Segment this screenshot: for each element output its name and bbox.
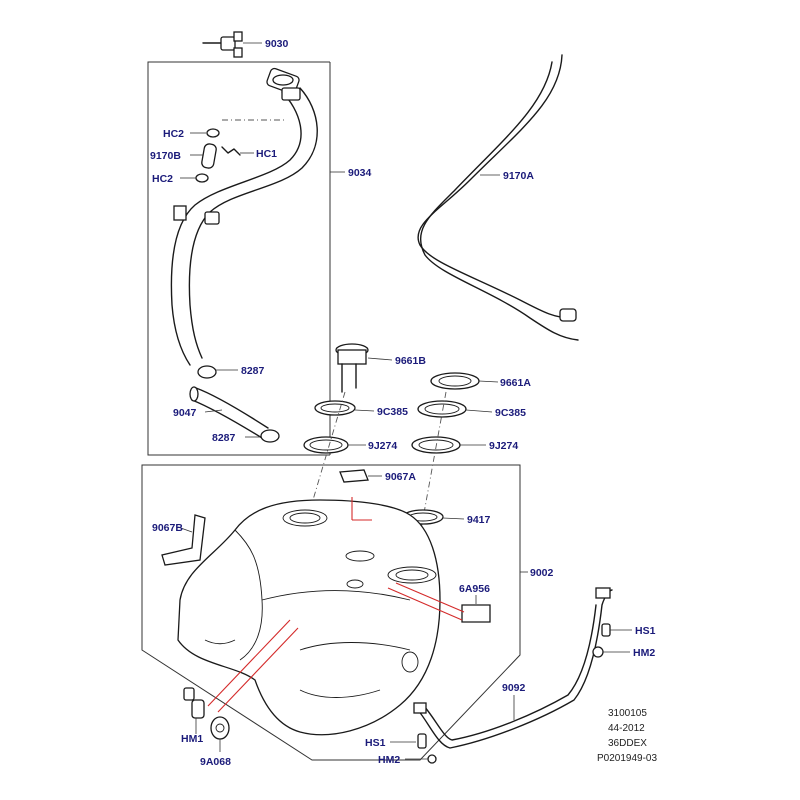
reference-line-1: 3100105 (608, 708, 647, 719)
callout-9047: 9047 (173, 407, 197, 419)
callout-hc2-bottom: HC2 (152, 173, 173, 185)
callout-hm1: HM1 (181, 733, 203, 745)
callout-9c385-right: 9C385 (495, 407, 526, 419)
centre-line-right (413, 391, 447, 569)
part-9002-fuel-tank (177, 499, 441, 736)
reference-line-3: 36DDEX (608, 738, 647, 749)
callout-9661b: 9661B (395, 355, 426, 367)
callout-hs1-right: HS1 (635, 625, 656, 637)
callout-hm2-right: HM2 (633, 647, 655, 659)
leader-lines (177, 42, 632, 760)
part-hc2-clamp-bottom (195, 173, 209, 183)
centre-line-left (309, 391, 346, 511)
callout-9092: 9092 (502, 682, 526, 694)
part-6a956-pad (461, 604, 491, 623)
callout-9170b: 9170B (150, 150, 181, 162)
callout-9j274-left: 9J274 (368, 440, 397, 452)
part-9170a-vent-pipe (417, 54, 579, 341)
callout-hc1: HC1 (256, 148, 277, 160)
callout-9c385-left: 9C385 (377, 406, 408, 418)
callout-9661a: 9661A (500, 377, 531, 389)
reference-line-2: 44-2012 (608, 723, 645, 734)
part-hc1-clip (221, 146, 241, 156)
callout-8287-bottom: 8287 (212, 432, 236, 444)
callout-9067b: 9067B (152, 522, 183, 534)
callout-hc2-top: HC2 (163, 128, 184, 140)
part-9170b-hose (201, 143, 217, 169)
part-9030-valve (202, 31, 243, 58)
callout-hs1-bottom: HS1 (365, 737, 386, 749)
part-9j274-seal-left (303, 436, 349, 454)
callout-9034: 9034 (348, 167, 372, 179)
part-hs1-bolt-bottom (417, 733, 427, 749)
part-9067a-pad (339, 469, 369, 483)
part-hm2-nut-right (592, 646, 604, 658)
reference-line-4: P0201949-03 (597, 753, 657, 764)
part-9092-tank-strap (413, 587, 613, 749)
callout-labels: 9030 9034 HC2 9170B HC1 HC2 9170A 8287 9… (150, 38, 656, 768)
callout-9a068: 9A068 (200, 756, 231, 768)
part-9a068-grommet (210, 716, 230, 740)
part-9661b-fuel-pump (335, 343, 369, 393)
callout-9170a: 9170A (503, 170, 534, 182)
part-9661a-sender-plate (430, 372, 480, 390)
callout-hm2-bottom: HM2 (378, 754, 400, 766)
part-9c385-lockring-left (314, 400, 356, 416)
part-hs1-bolt-right (601, 623, 611, 637)
callout-6a956: 6A956 (459, 583, 490, 595)
part-hc2-clamp-top (206, 128, 220, 138)
reference-block: 3100105 44-2012 36DDEX P0201949-03 (597, 708, 657, 764)
callout-9417: 9417 (467, 514, 491, 526)
callout-8287-top: 8287 (241, 365, 265, 377)
part-8287-clamp-bottom (260, 429, 280, 443)
part-hm2-nut-bottom (427, 754, 437, 764)
part-9067b-bracket (161, 514, 206, 566)
part-9047-hose (189, 386, 269, 439)
callout-9002: 9002 (530, 567, 554, 579)
red-guide-lines (207, 497, 465, 713)
fuel-tank-group-frame (141, 464, 521, 761)
part-hm1-bolt (183, 687, 205, 719)
callout-9j274-right: 9J274 (489, 440, 518, 452)
part-9034-filler-neck (170, 67, 318, 366)
filler-pipe-group-frame (147, 61, 330, 456)
part-8287-clamp-top (197, 365, 217, 379)
callout-9067a: 9067A (385, 471, 416, 483)
callout-9030: 9030 (265, 38, 289, 50)
